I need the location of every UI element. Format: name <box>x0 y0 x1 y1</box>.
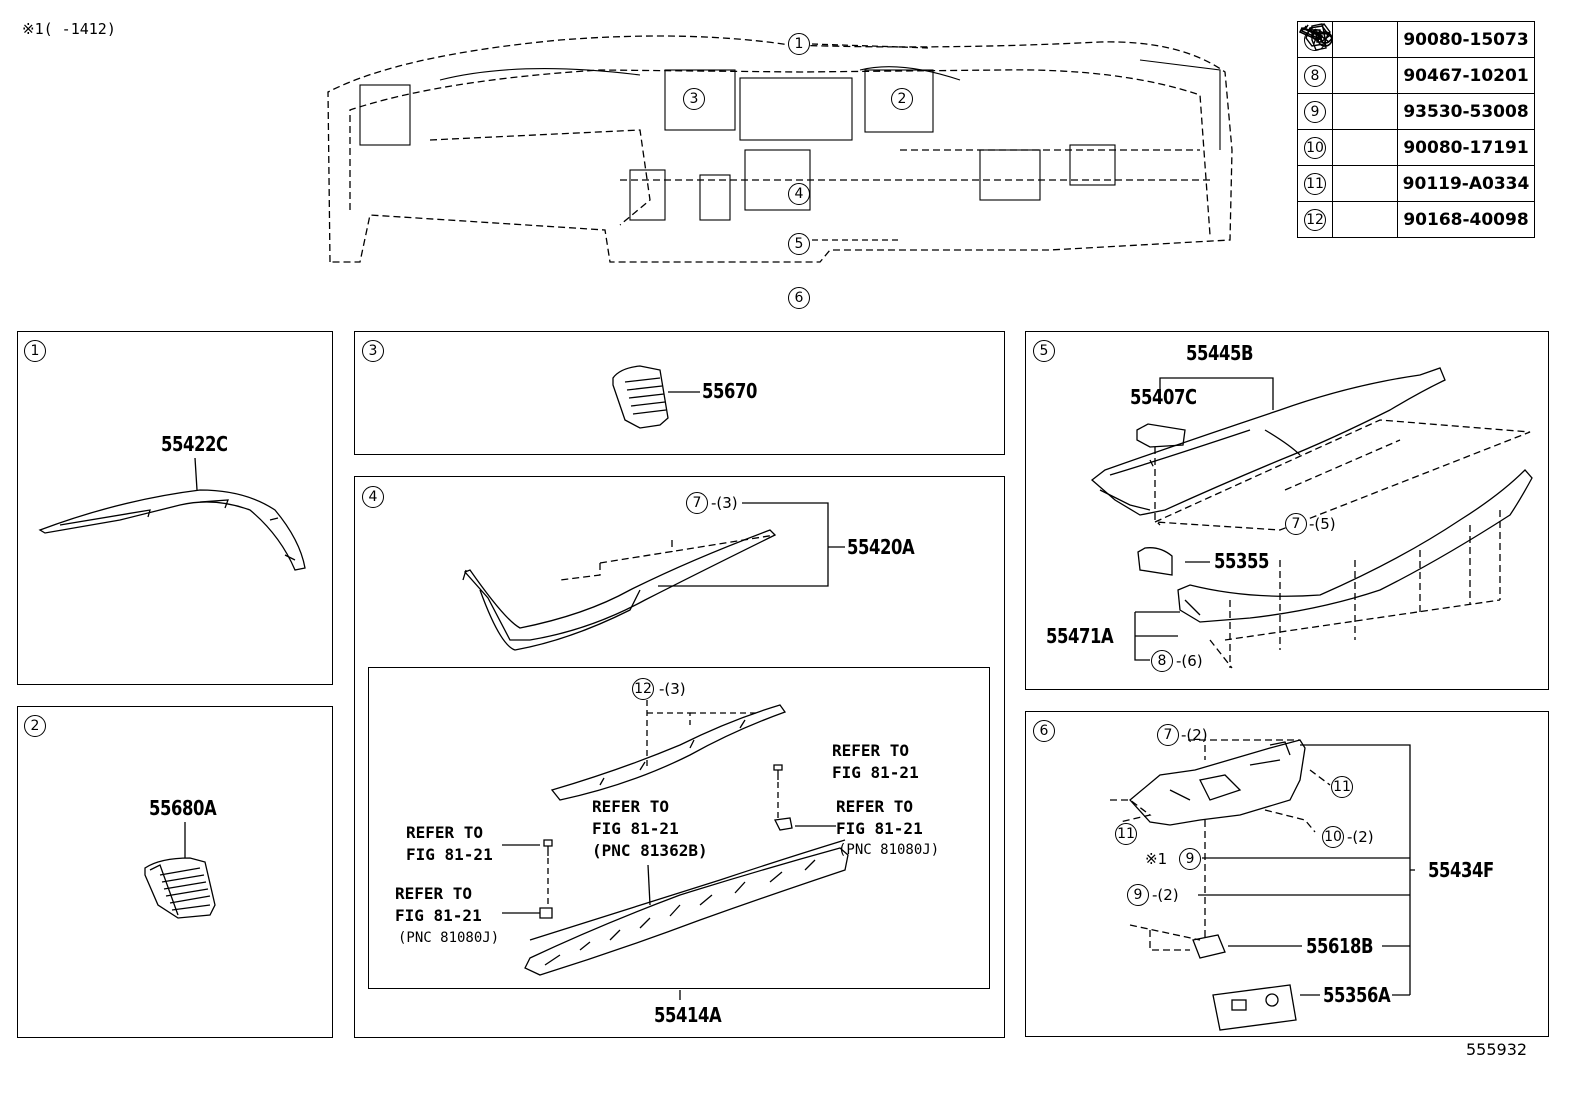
part-number-55355[interactable]: 55355 <box>1214 549 1270 573</box>
section-2-label: 2 <box>24 715 46 737</box>
refer-note-middle[interactable]: REFER TO FIG 81-21 (PNC 81362B) <box>592 797 708 860</box>
part-number-55471a[interactable]: 55471A <box>1046 624 1114 648</box>
callout-7-section4: 7 <box>686 492 708 514</box>
callout-9-section6-lower: 9 <box>1127 884 1149 906</box>
callout-7-section5: 7 <box>1285 513 1307 535</box>
refer-note-left-top[interactable]: REFER TO FIG 81-21 <box>406 823 493 864</box>
refer-note-left-bottom[interactable]: REFER TO FIG 81-21 <box>395 884 482 925</box>
screw-icon-drawing <box>543 764 783 856</box>
fastener-part-number[interactable]: 90080-15073 <box>1397 21 1535 58</box>
dashboard-assembly <box>327 35 1233 263</box>
section-box-3 <box>354 331 1005 455</box>
part-number-55618b[interactable]: 55618B <box>1306 934 1374 958</box>
part-55407c-drawing <box>1136 423 1186 448</box>
part-number-55414a[interactable]: 55414A <box>654 1003 722 1027</box>
part-55471a-drawing <box>1177 469 1533 623</box>
callout-8-section5: 8 <box>1151 650 1173 672</box>
fastener-part-number[interactable]: 93530-53008 <box>1397 93 1535 130</box>
qty-7-section6: -(2) <box>1181 726 1208 744</box>
part-number-55680a[interactable]: 55680A <box>149 796 217 820</box>
pnc-note-right: (PNC 81080J) <box>838 842 940 858</box>
subsection-box-4-lower <box>368 667 990 989</box>
part-55414a-drawing <box>524 839 849 976</box>
callout-4-dashboard: 4 <box>788 183 810 205</box>
qty-7-section5: -(5) <box>1309 515 1336 533</box>
callout-11-section6-right: 11 <box>1331 776 1353 798</box>
callout-5-dashboard: 5 <box>788 233 810 255</box>
part-55356a-drawing <box>1212 984 1297 1031</box>
part-number-55407c[interactable]: 55407C <box>1130 385 1197 409</box>
part-number-55434f[interactable]: 55434F <box>1428 858 1494 882</box>
fastener-part-number[interactable]: 90119-A0334 <box>1397 165 1535 202</box>
section-box-1 <box>17 331 333 685</box>
section-3-label: 3 <box>362 340 384 362</box>
part-number-55356a[interactable]: 55356A <box>1323 983 1391 1007</box>
callout-7-section6: 7 <box>1157 724 1179 746</box>
fastener-ref: 10 <box>1304 136 1326 159</box>
callout-6-dashboard: 6 <box>788 287 810 309</box>
diagram-id: 555932 <box>1466 1040 1528 1059</box>
part-number-55422c[interactable]: 55422C <box>161 432 228 456</box>
dashboard-openings <box>359 59 1221 221</box>
section-box-6 <box>1025 711 1549 1037</box>
refer-note-right-bottom[interactable]: REFER TO FIG 81-21 <box>836 797 923 838</box>
part-55422c-drawing <box>38 489 306 571</box>
qty-9-section6: -(2) <box>1152 886 1179 904</box>
section-box-4 <box>354 476 1005 1038</box>
part-number-55670[interactable]: 55670 <box>702 379 758 403</box>
part-number-55445b[interactable]: 55445B <box>1186 341 1254 365</box>
callout-9-section6-upper: 9 <box>1179 848 1201 870</box>
section-5-label: 5 <box>1033 340 1055 362</box>
callout-12-section4: 12 <box>632 678 654 700</box>
callout-10-section6: 10 <box>1322 826 1344 848</box>
fastener-row[interactable]: 11 90119-A0334 <box>1297 25 1535 202</box>
callout-1-dashboard: 1 <box>788 33 810 55</box>
fastener-row[interactable]: 8 90467-10201 <box>1297 22 1535 94</box>
qty-12-section4: -(3) <box>659 680 686 698</box>
part-55670-drawing <box>612 365 669 429</box>
fastener-row[interactable]: 9 93530-53008 <box>1297 24 1535 130</box>
part-55434f-drawing <box>1129 739 1306 826</box>
part-bracket-drawing <box>550 704 787 801</box>
fastener-part-number[interactable]: 90467-10201 <box>1397 57 1535 94</box>
part-number-55420a[interactable]: 55420A <box>847 535 915 559</box>
qty-10-section6: -(2) <box>1347 828 1374 846</box>
fastener-part-number[interactable]: 90168-40098 <box>1397 201 1535 238</box>
part-55445b-drawing <box>1090 367 1446 516</box>
fastener-ref: 12 <box>1304 208 1326 231</box>
pnc-note-left: (PNC 81080J) <box>398 930 500 946</box>
refer-note-right-top[interactable]: REFER TO FIG 81-21 <box>832 741 919 782</box>
part-55680a-drawing <box>144 857 216 919</box>
part-55355-drawing <box>1137 547 1173 576</box>
part-55618b-drawing <box>1192 934 1226 959</box>
callout-11-section6-left: 11 <box>1115 823 1137 845</box>
section-4-label: 4 <box>362 486 384 508</box>
part-55420a-drawing <box>462 529 777 651</box>
applicability-note: ※1( -1412) <box>22 20 116 38</box>
callout-3-dashboard: 3 <box>683 88 705 110</box>
fastener-row[interactable]: 12 90168-40098 <box>1297 24 1535 238</box>
section-1-label: 1 <box>24 340 46 362</box>
callout-2-dashboard: 2 <box>891 88 913 110</box>
section-box-5 <box>1025 331 1549 690</box>
fastener-ref: 8 <box>1304 64 1326 87</box>
fastener-ref: 9 <box>1304 100 1326 123</box>
mark-1-section6: ※1 <box>1145 850 1168 868</box>
section-box-2 <box>17 706 333 1038</box>
qty-7-section4: -(3) <box>711 494 738 512</box>
section-6-label: 6 <box>1033 720 1055 742</box>
fastener-ref: 11 <box>1304 172 1326 195</box>
qty-8-section5: -(6) <box>1176 652 1203 670</box>
